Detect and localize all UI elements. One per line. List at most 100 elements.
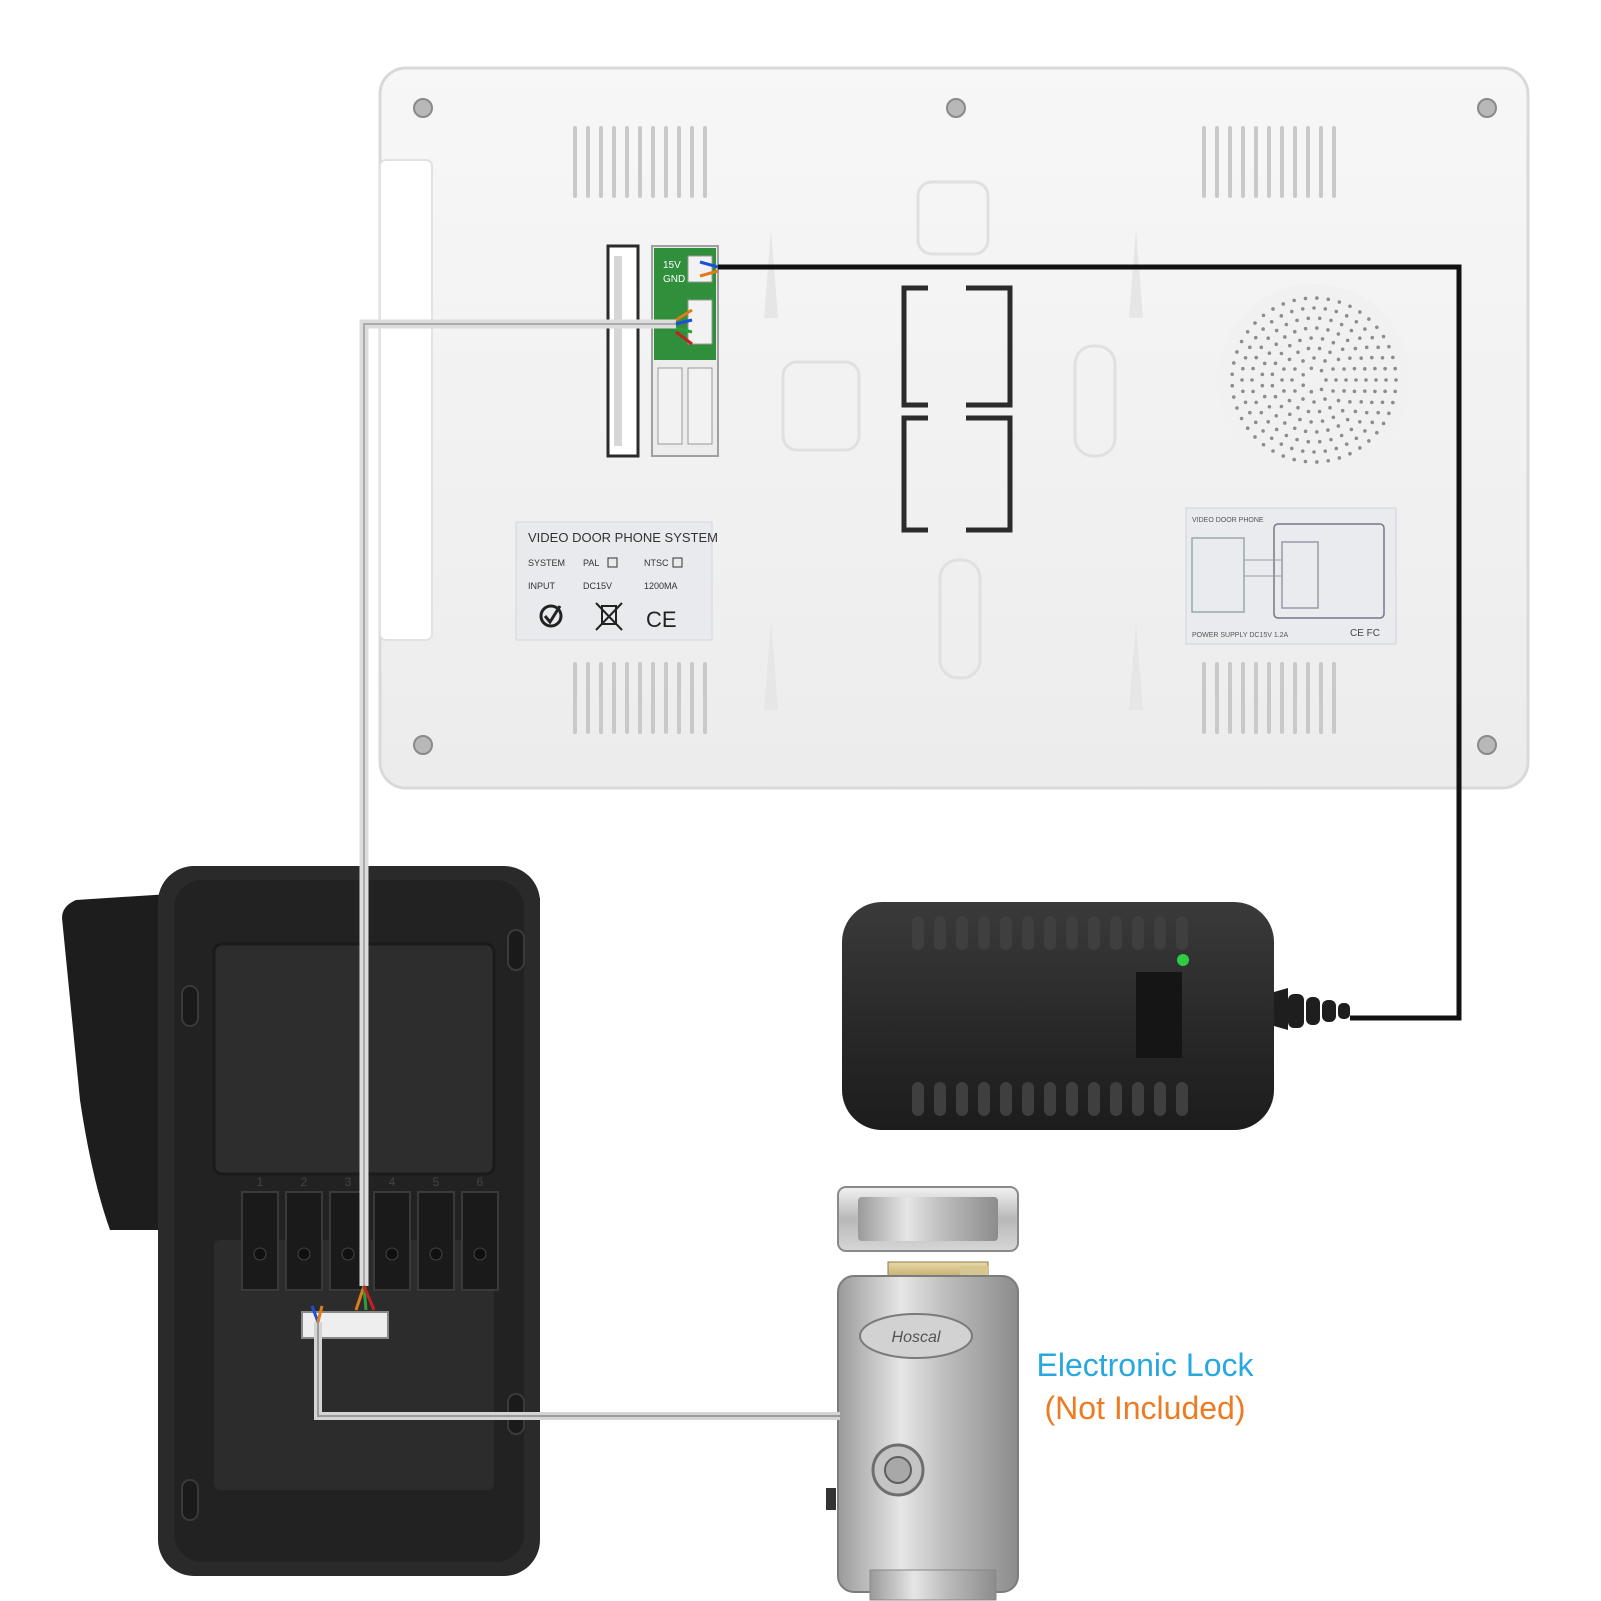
speaker-hole (1306, 409, 1311, 414)
vent-slot (586, 662, 590, 734)
speaker-hole (1380, 400, 1385, 405)
vent-slot (1254, 126, 1258, 198)
speaker-hole (1331, 340, 1336, 345)
vent-slot (1319, 126, 1323, 198)
speaker-hole (1289, 309, 1294, 314)
vent-slot (1267, 126, 1271, 198)
vent-slots (573, 126, 1336, 734)
speaker-hole (1260, 372, 1265, 377)
vent-slot (664, 662, 668, 734)
speaker-hole (1251, 366, 1255, 371)
speaker-hole (1289, 446, 1294, 451)
indoor-monitor: 15V GND VIDEO DOOR PHONE SYSTEM SYSTEM P… (378, 66, 1530, 790)
speaker-hole (1262, 361, 1267, 366)
speaker-hole (1387, 411, 1391, 416)
weee-bin-icon (595, 602, 623, 631)
power-adapter (842, 902, 1350, 1130)
speaker-hole (1315, 430, 1319, 434)
speaker-hole (1253, 335, 1258, 340)
adapter-ribs (912, 916, 1188, 1116)
speaker-hole (1358, 419, 1362, 424)
vent-slot (1280, 126, 1284, 198)
electronic-lock: Hoscal (826, 1186, 1019, 1601)
speaker-hole (1353, 346, 1358, 351)
adapter-rib (1110, 916, 1122, 950)
speaker-hole (1261, 442, 1266, 447)
terminal-number: 2 (301, 1175, 308, 1189)
speaker-hole (1273, 361, 1278, 366)
vent-slot (573, 126, 577, 198)
ntsc-checkbox (672, 557, 683, 568)
wires (310, 260, 1462, 1420)
callout-note: (Not Included) (1044, 1390, 1246, 1426)
speaker-hole (1300, 307, 1305, 311)
speaker-hole (1331, 367, 1335, 371)
speaker-hole (1317, 409, 1322, 414)
speaker-hole (1362, 367, 1367, 371)
speaker-hole (1358, 446, 1362, 450)
speaker-hole (1345, 338, 1350, 343)
speaker-hole (1334, 446, 1339, 451)
vent-slot (1241, 662, 1245, 734)
adapter-rib (912, 916, 924, 950)
speaker-hole (1281, 302, 1286, 306)
speaker-hole (1328, 350, 1332, 355)
mounting-features (781, 180, 1117, 680)
adapter-rib (1044, 916, 1056, 950)
speaker-hole (1337, 300, 1342, 304)
vent-slot (1306, 662, 1310, 734)
spec-input-key: INPUT (528, 581, 556, 591)
adapter-rib (1088, 1082, 1100, 1116)
vent-slot (599, 126, 603, 198)
adapter-rib (912, 1082, 924, 1116)
speaker-hole (1326, 428, 1330, 432)
speaker-hole (1359, 356, 1363, 360)
speaker-hole (1344, 314, 1349, 318)
speaker-hole (1329, 437, 1333, 442)
speaker-hole (1381, 421, 1386, 426)
connector-panel: 15V GND (606, 244, 719, 458)
speaker-hole (1309, 420, 1313, 424)
speaker-hole (1331, 415, 1336, 420)
spec-voltage: DC15V (583, 581, 612, 591)
speaker-hole (1348, 451, 1352, 456)
vent-slot (1293, 662, 1297, 734)
speaker-hole (1312, 400, 1316, 404)
speaker-hole (1383, 389, 1387, 394)
speaker-hole (1315, 460, 1319, 464)
speaker-hole (1282, 367, 1286, 371)
adapter-rib (1066, 1082, 1078, 1116)
power-wire (718, 264, 1462, 1021)
speaker-hole (1260, 383, 1265, 388)
speaker-hole (1352, 366, 1357, 371)
terminal-screw-icon (297, 1247, 311, 1261)
sticker-power-supply: POWER SUPPLY DC15V 1.2A (1192, 632, 1289, 639)
adapter-rib (1000, 916, 1012, 950)
speaker-hole (1337, 456, 1342, 460)
terminal-number: 4 (389, 1175, 396, 1189)
speaker-hole (1231, 361, 1236, 365)
terminal-screw-icon (473, 1247, 487, 1261)
spec-title: VIDEO DOOR PHONE SYSTEM (528, 530, 718, 545)
speaker-hole (1317, 346, 1322, 351)
speaker-hole (1358, 336, 1362, 341)
vent-slot (1332, 126, 1336, 198)
adapter-rib (1044, 1082, 1056, 1116)
speaker-hole (1367, 317, 1371, 321)
speaker-hole (1373, 366, 1377, 371)
speaker-hole (1301, 372, 1305, 377)
speaker-hole (1298, 417, 1302, 422)
terminal-number: 6 (477, 1175, 484, 1189)
vent-slot (1215, 126, 1219, 198)
terminal-screw-icon (429, 1247, 443, 1261)
vent-slot (1202, 126, 1206, 198)
speaker-hole (1290, 378, 1294, 382)
wedge-marks (764, 230, 1143, 710)
adapter-rib (1022, 916, 1034, 950)
vent-slot (703, 662, 707, 734)
speaker-hole (1239, 339, 1244, 344)
speaker-hole (1300, 449, 1305, 453)
speaker-hole (1248, 410, 1252, 415)
